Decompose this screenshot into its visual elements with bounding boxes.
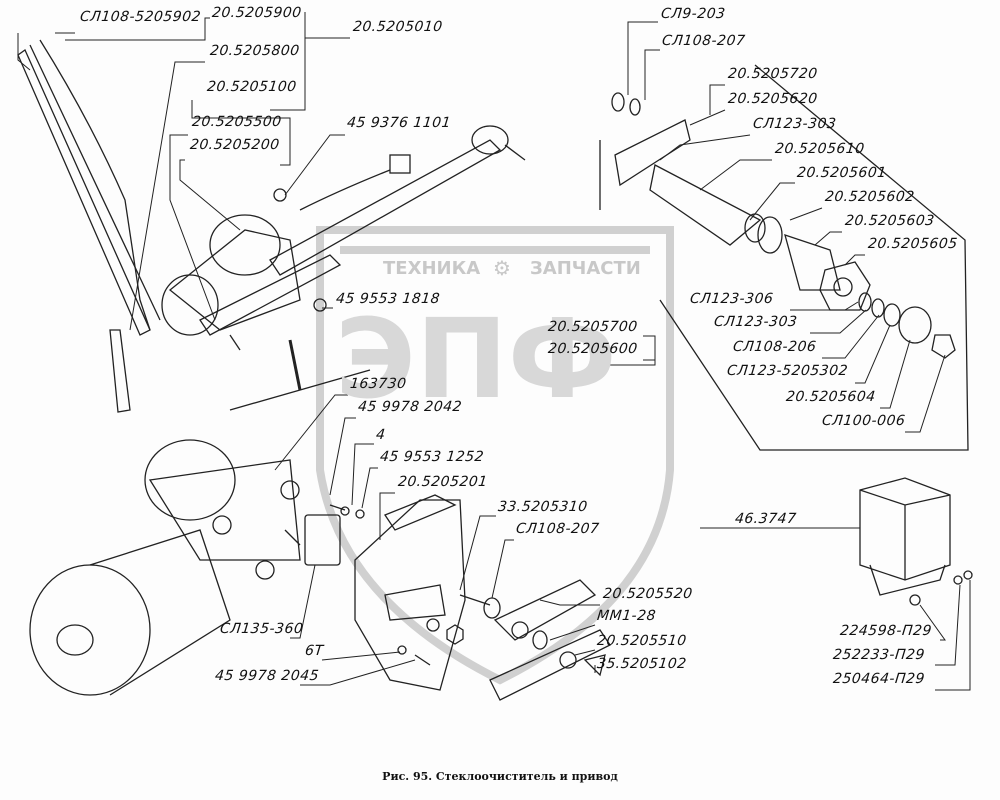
- part-number-label: 20.5205800: [209, 43, 301, 59]
- part-number-label: 20.5205700: [547, 319, 639, 335]
- part-number-label: СЛ123-303: [713, 314, 799, 330]
- part-number-label: 20.5205610: [774, 141, 866, 157]
- part-number-label: 20.5205520: [602, 586, 694, 602]
- part-number-label: 20.5205510: [596, 633, 688, 649]
- part-number-label: 35.5205102: [596, 656, 688, 672]
- part-number-label: 45 9553 1818: [335, 291, 441, 307]
- part-number-label: 20.5205100: [206, 79, 298, 95]
- relay-46-3747: [859, 477, 973, 606]
- part-number-label: СЛ100-006: [821, 413, 907, 429]
- part-number-label: 20.5205602: [824, 189, 916, 205]
- part-number-label: 20.5205900: [211, 5, 303, 21]
- part-number-label: 20.5205201: [397, 474, 489, 490]
- part-number-label: СЛ135-360: [219, 621, 305, 637]
- part-number-label: 46.3747: [734, 511, 798, 527]
- part-number-label: СЛ123-5205302: [726, 363, 849, 379]
- part-number-label: 20.5205601: [796, 165, 888, 181]
- wiper-blade: [17, 39, 161, 413]
- figure-caption: Рис. 95. Стеклоочиститель и привод: [382, 770, 618, 783]
- part-number-label: 20.5205603: [844, 213, 936, 229]
- gear-icon: ⚙: [493, 256, 511, 280]
- watermark-shield: [316, 226, 674, 685]
- leader-lines: [17, 12, 971, 691]
- part-number-label: СЛ123-306: [689, 291, 775, 307]
- part-number-label: СЛ9-203: [660, 6, 727, 22]
- divider-lines: [229, 140, 601, 411]
- part-number-label: ММ1-28: [596, 608, 657, 624]
- part-number-label: 20.5205010: [352, 19, 444, 35]
- part-number-label: 45 9978 2045: [214, 668, 320, 684]
- part-number-label: 4: [375, 427, 387, 443]
- watermark-left: ТЕХНИКА: [383, 258, 481, 279]
- part-number-label: 45 9376 1101: [346, 115, 452, 131]
- part-number-label: 224598-П29: [839, 623, 933, 639]
- part-number-label: 6Т: [304, 643, 325, 659]
- pivot-shaft-assembly: [611, 64, 969, 451]
- part-number-label: 20.5205604: [785, 389, 877, 405]
- part-number-label: 252233-П29: [832, 647, 926, 663]
- part-number-label: 45 9978 2042: [357, 399, 463, 415]
- part-number-label: 20.5205720: [727, 66, 819, 82]
- part-number-label: 20.5205200: [189, 137, 281, 153]
- lower-bracket-levers: [304, 494, 611, 701]
- part-number-label: 33.5205310: [497, 499, 589, 515]
- part-number-label: СЛ108-207: [661, 33, 747, 49]
- part-number-label: 20.5205620: [727, 91, 819, 107]
- part-number-label: 20.5205500: [191, 114, 283, 130]
- part-number-label: СЛ123-303: [752, 116, 838, 132]
- part-number-label: СЛ108-5205902: [79, 9, 202, 25]
- part-number-label: 163730: [349, 376, 408, 392]
- part-number-label: СЛ108-206: [732, 339, 818, 355]
- part-number-label: 45 9553 1252: [379, 449, 485, 465]
- part-number-label: 20.5205600: [547, 341, 639, 357]
- part-number-label: 250464-П29: [832, 671, 926, 687]
- part-number-label: СЛ108-207: [515, 521, 601, 537]
- watermark-right: ЗАПЧАСТИ: [530, 258, 641, 279]
- part-number-label: 20.5205605: [867, 236, 959, 252]
- upper-motor-linkage: [161, 125, 526, 351]
- watermark-logo: ЭПФ: [335, 295, 617, 423]
- lower-wiper-motor: [29, 439, 301, 696]
